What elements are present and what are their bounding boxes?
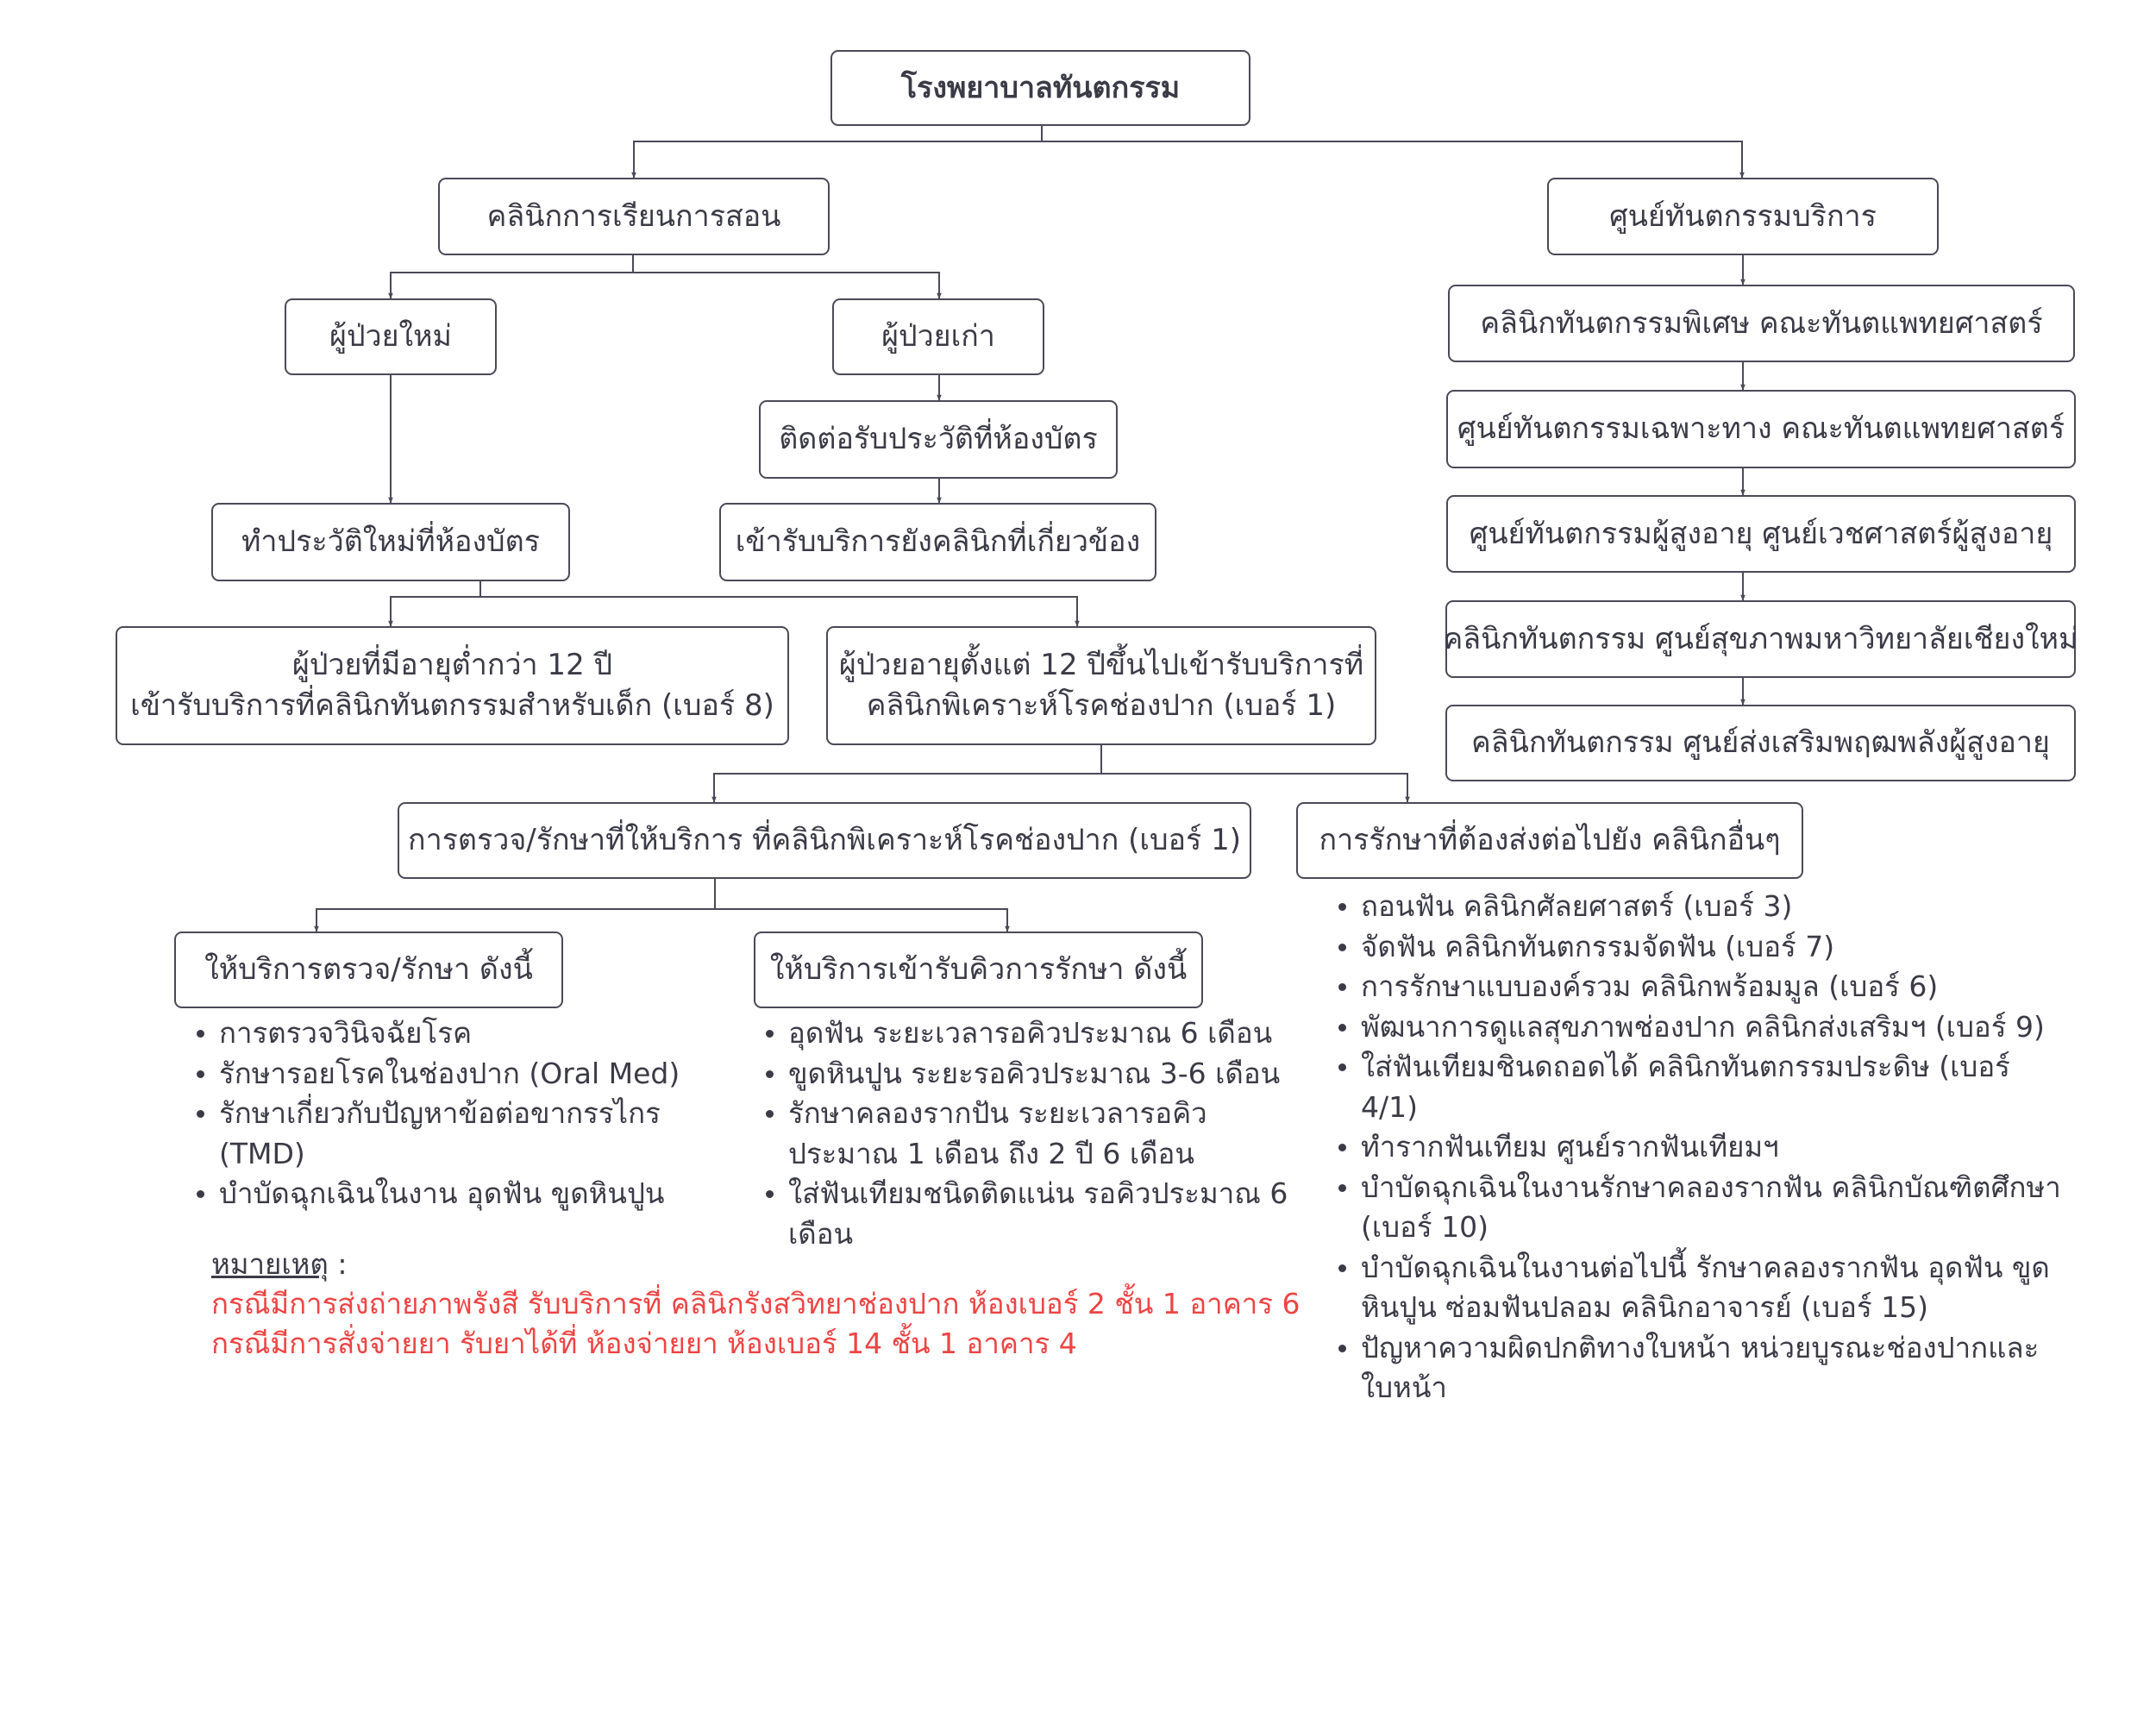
note-radiology: กรณีมีการส่งถ่ายภาพรังสี รับบริการที่ คล… xyxy=(211,1287,1300,1320)
node-old-patient-label: ผู้ป่วยเก่า xyxy=(881,319,995,354)
connector-teaching xyxy=(390,255,940,298)
node-provide-queue: ให้บริการเข้ารับคิวการรักษา ดังนี้ xyxy=(754,932,1203,1008)
node-child-patient: ผู้ป่วยที่มีอายุต่ำกว่า 12 ปี เข้ารับบริ… xyxy=(116,626,789,745)
list-item: อุดฟัน ระยะเวลารอคิวประมาณ 6 เดือน xyxy=(762,1013,1314,1054)
referral-services-list: ถอนฟัน คลินิกศัลยศาสตร์ (เบอร์ 3) จัดฟัน… xyxy=(1335,887,2068,1408)
queue-services-list: อุดฟัน ระยะเวลารอคิวประมาณ 6 เดือน ขูดหิ… xyxy=(762,1013,1314,1254)
node-child-patient-line2: เข้ารับบริการที่คลินิกทันตกรรมสำหรับเด็ก… xyxy=(130,688,774,723)
note-colon: : xyxy=(328,1247,348,1281)
note-heading: หมายเหตุ : xyxy=(211,1245,1332,1284)
node-old-contact-records: ติดต่อรับประวัติที่ห้องบัตร xyxy=(759,400,1118,479)
node-service-active-aging: คลินิกทันตกรรม ศูนย์ส่งเสริมพฤฒพลังผู้สู… xyxy=(1445,705,2076,781)
node-teaching-clinic-label: คลินิกการเรียนการสอน xyxy=(486,198,781,234)
list-item: รักษาคลองรากปัน ระยะเวลารอคิวประมาณ 1 เด… xyxy=(762,1094,1314,1174)
node-referral: การรักษาที่ต้องส่งต่อไปยัง คลินิกอื่นๆ xyxy=(1296,802,1803,879)
list-item: การตรวจวินิจฉัยโรค xyxy=(193,1013,754,1054)
connector-root xyxy=(633,126,1743,178)
list-item: ใส่ฟันเทียมชนิดติดแน่น รอคิวประมาณ 6 เดื… xyxy=(762,1174,1314,1254)
node-service-elderly-center-label: ศูนย์ทันตกรรมผู้สูงอายุ ศูนย์เวชศาสตร์ผู… xyxy=(1469,516,2053,551)
node-new-record: ทำประวัติใหม่ที่ห้องบัตร xyxy=(211,503,570,581)
node-teaching-clinic: คลินิกการเรียนการสอน xyxy=(438,178,830,255)
node-service-specialty-center: ศูนย์ทันตกรรมเฉพาะทาง คณะทันตแพทยศาสตร์ xyxy=(1446,390,2076,468)
node-adult-patient-line2: คลินิกพิเคราะห์โรคช่องปาก (เบอร์ 1) xyxy=(866,688,1337,723)
list-item: ใส่ฟันเทียมชินดถอดได้ คลินิกทันตกรรมประด… xyxy=(1335,1047,2068,1127)
node-provide-exam-label: ให้บริการตรวจ/รักษา ดังนี้ xyxy=(204,952,533,987)
list-item: ปัญหาความผิดปกติทางใบหน้า หน่วยบูรณะช่อง… xyxy=(1335,1328,2068,1408)
node-exam-clinic-label: การตรวจ/รักษาที่ให้บริการ ที่คลินิกพิเคร… xyxy=(407,823,1242,857)
node-service-center: ศูนย์ทันตกรรมบริการ xyxy=(1547,178,1939,255)
note-title: หมายเหตุ xyxy=(211,1247,329,1281)
node-root-label: โรงพยาบาลทันตกรรม xyxy=(900,70,1181,105)
connector-adult xyxy=(713,745,1408,802)
note-block: หมายเหตุ : กรณีมีการส่งถ่ายภาพรังสี รับบ… xyxy=(211,1245,1332,1364)
list-item: ถอนฟัน คลินิกศัลยศาสตร์ (เบอร์ 3) xyxy=(1335,887,2068,927)
list-item: ทำรากฟันเทียม ศูนย์รากฟันเทียมฯ xyxy=(1335,1127,2068,1168)
list-item: พัฒนาการดูแลสุขภาพช่องปาก คลินิกส่งเสริม… xyxy=(1335,1007,2068,1048)
node-service-special-clinic: คลินิกทันตกรรมพิเศษ คณะทันตแพทยศาสตร์ xyxy=(1448,285,2075,362)
node-service-university-health-label: คลินิกทันตกรรม ศูนย์สุขภาพมหาวิทยาลัยเชี… xyxy=(1443,621,2078,656)
node-provide-queue-label: ให้บริการเข้ารับคิวการรักษา ดังนี้ xyxy=(769,952,1188,987)
list-item: การรักษาแบบองค์รวม คลินิกพร้อมมูล (เบอร์… xyxy=(1335,967,2068,1007)
node-new-patient: ผู้ป่วยใหม่ xyxy=(285,298,497,375)
node-adult-patient-line1: ผู้ป่วยอายุตั้งแต่ 12 ปีขึ้นไปเข้ารับบริ… xyxy=(838,648,1364,682)
node-service-active-aging-label: คลินิกทันตกรรม ศูนย์ส่งเสริมพฤฒพลังผู้สู… xyxy=(1471,725,2050,760)
node-old-related-clinic-label: เข้ารับบริการยังคลินิกที่เกี่ยวข้อง xyxy=(735,524,1141,559)
exam-services-list: การตรวจวินิจฉัยโรค รักษารอยโรคในช่องปาก … xyxy=(193,1013,754,1214)
node-service-special-clinic-label: คลินิกทันตกรรมพิเศษ คณะทันตแพทยศาสตร์ xyxy=(1480,305,2043,341)
list-item: บำบัดฉุกเฉินในงานต่อไปนี้ รักษาคลองรากฟั… xyxy=(1335,1248,2068,1328)
node-old-related-clinic: เข้ารับบริการยังคลินิกที่เกี่ยวข้อง xyxy=(719,503,1156,581)
note-pharmacy: กรณีมีการสั่งจ่ายยา รับยาได้ที่ ห้องจ่าย… xyxy=(211,1327,1077,1360)
node-old-patient: ผู้ป่วยเก่า xyxy=(832,298,1044,375)
node-service-elderly-center: ศูนย์ทันตกรรมผู้สูงอายุ ศูนย์เวชศาสตร์ผู… xyxy=(1446,495,2076,573)
list-item: จัดฟัน คลินิกทันตกรรมจัดฟัน (เบอร์ 7) xyxy=(1335,927,2068,968)
connector-record xyxy=(390,581,1078,626)
node-adult-patient: ผู้ป่วยอายุตั้งแต่ 12 ปีขึ้นไปเข้ารับบริ… xyxy=(826,626,1376,745)
node-service-center-label: ศูนย์ทันตกรรมบริการ xyxy=(1609,198,1877,234)
list-item: ขูดหินปูน ระยะรอคิวประมาณ 3-6 เดือน xyxy=(762,1054,1314,1095)
list-item: รักษาเกี่ยวกับปัญหาข้อต่อขากรรไกร (TMD) xyxy=(193,1094,754,1174)
list-item: บำบัดฉุกเฉินในงานรักษาคลองรากฟัน คลินิกบ… xyxy=(1335,1168,2068,1248)
node-provide-exam: ให้บริการตรวจ/รักษา ดังนี้ xyxy=(174,932,563,1008)
node-service-university-health: คลินิกทันตกรรม ศูนย์สุขภาพมหาวิทยาลัยเชี… xyxy=(1443,600,2078,678)
list-item: รักษารอยโรคในช่องปาก (Oral Med) xyxy=(193,1054,754,1095)
node-child-patient-line1: ผู้ป่วยที่มีอายุต่ำกว่า 12 ปี xyxy=(291,648,613,682)
node-old-contact-records-label: ติดต่อรับประวัติที่ห้องบัตร xyxy=(779,422,1098,456)
node-new-patient-label: ผู้ป่วยใหม่ xyxy=(329,319,452,354)
connector-exam xyxy=(316,879,1008,932)
list-item: บำบัดฉุกเฉินในงาน อุดฟัน ขูดหินปูน xyxy=(193,1174,754,1214)
node-service-specialty-center-label: ศูนย์ทันตกรรมเฉพาะทาง คณะทันตแพทยศาสตร์ xyxy=(1457,411,2065,446)
node-new-record-label: ทำประวัติใหม่ที่ห้องบัตร xyxy=(241,524,540,559)
node-root: โรงพยาบาลทันตกรรม xyxy=(830,50,1250,126)
node-exam-clinic: การตรวจ/รักษาที่ให้บริการ ที่คลินิกพิเคร… xyxy=(398,802,1251,879)
node-referral-label: การรักษาที่ต้องส่งต่อไปยัง คลินิกอื่นๆ xyxy=(1319,823,1781,857)
